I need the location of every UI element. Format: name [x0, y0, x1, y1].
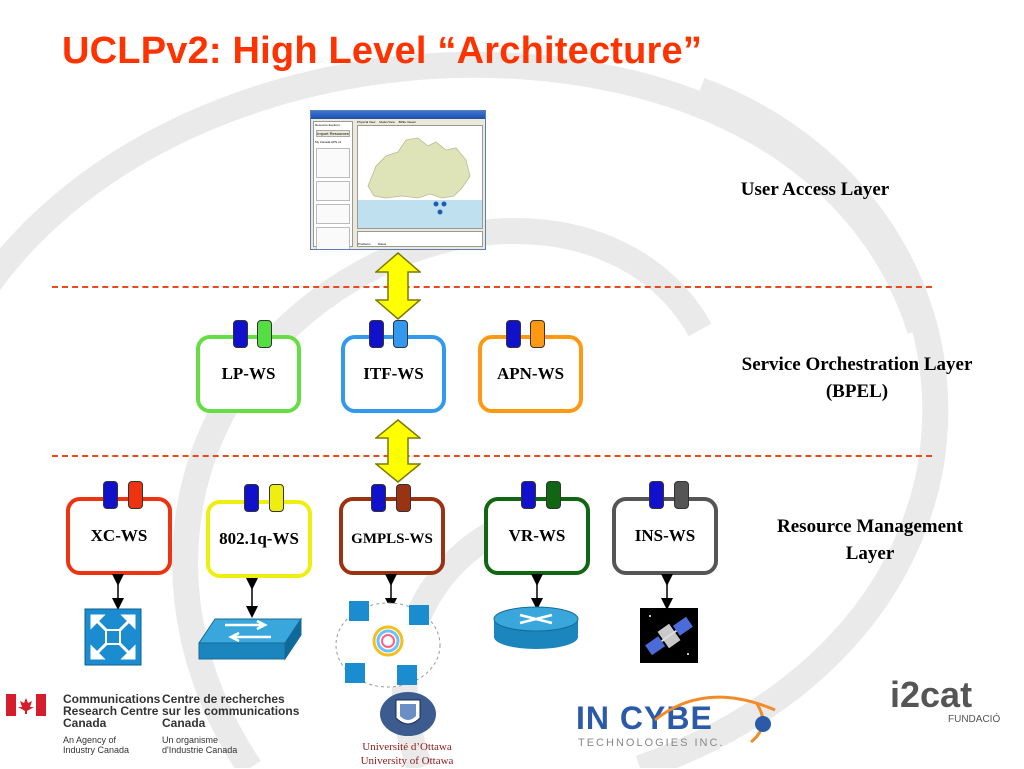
ins-ws-port-blue — [649, 481, 664, 509]
uottawa-crest-logo — [380, 692, 436, 736]
inocybe-swoosh-icon — [654, 695, 776, 744]
gmpls-ws-port-blue — [371, 484, 386, 512]
layer-separator-top — [52, 286, 932, 288]
ins-ws-port-gray — [674, 481, 689, 509]
app-tab-model: Model View — [379, 120, 395, 124]
crossconnect-switch-icon — [84, 608, 142, 666]
user-access-layer-label: User Access Layer — [740, 179, 890, 200]
canada-flag-logo — [6, 694, 46, 716]
itf-ws-port-blue — [369, 320, 384, 348]
inocybe-logo: IN CYBE — [576, 700, 713, 736]
lp-ws-port-green — [257, 320, 272, 348]
app-resource-explorer: Resource Explorer Import Resources My Ca… — [313, 121, 353, 249]
i2cat-logo: i2cat — [890, 674, 973, 715]
8021q-ws-port-yellow — [269, 484, 284, 512]
app-import-button: Import Resources — [316, 130, 350, 137]
gmpls-ws-port-brown — [396, 484, 411, 512]
8021q-ws-box[interactable]: 802.1q-WS — [206, 500, 312, 578]
apn-ws-box[interactable]: APN-WS — [478, 335, 583, 413]
itf-ws-port-lightblue — [393, 320, 408, 348]
app-map-panel — [357, 125, 483, 229]
vr-ws-port-green — [546, 481, 561, 509]
lp-ws-port-blue — [233, 320, 248, 348]
app-status-tab: Status — [377, 242, 387, 246]
arrow-orch-to-rm — [375, 419, 421, 483]
gmpls-network-icon — [335, 601, 441, 688]
inocybe-subtitle: TECHNOLOGIES INC. — [578, 737, 725, 749]
xc-ws-port-blue — [103, 481, 118, 509]
crc-agency-fr: Un organisme d'Industrie Canada — [162, 735, 238, 755]
arrow-ua-to-orch — [375, 252, 421, 320]
8021q-ws-port-blue — [244, 484, 259, 512]
canada-map — [358, 137, 482, 228]
ethernet-switch-icon — [198, 617, 302, 661]
uottawa-caption: Université d’Ottawa University of Ottawa — [360, 741, 454, 768]
app-problems-tab: Problems — [358, 242, 371, 246]
router-icon — [493, 606, 579, 649]
page-title: UCLPv2: High Level “Architecture” — [62, 30, 703, 72]
ins-ws-box[interactable]: INS-WS — [612, 497, 718, 575]
vr-ws-box[interactable]: VR-WS — [484, 497, 590, 575]
gmpls-ws-box[interactable]: GMPLS-WS — [339, 497, 445, 575]
app-tab-bpel: BPEL Viewer — [398, 120, 417, 124]
orchestration-layer-label: Service Orchestration Layer (BPEL) — [741, 354, 973, 402]
app-titlebar — [311, 111, 485, 119]
app-status-panel: Problems Status — [357, 231, 483, 247]
app-tab-physical: Physical View — [357, 120, 376, 124]
crc-agency-en: An Agency of Industry Canada — [63, 735, 130, 755]
satellite-icon — [640, 608, 698, 663]
resource-layer-label: Resource Management Layer — [777, 516, 963, 564]
layer-separator-bottom — [52, 455, 932, 457]
apn-ws-port-orange — [530, 320, 545, 348]
i2cat-subtitle: FUNDACIÓ — [948, 714, 1001, 725]
crc-logo-text-en: Communications Research Centre Canada — [63, 692, 161, 730]
lp-ws-box[interactable]: LP-WS — [196, 335, 301, 413]
crc-logo-text-fr: Centre de recherches sur les communicati… — [162, 692, 300, 730]
app-side-heading: Resource Explorer — [315, 123, 340, 127]
xc-ws-box[interactable]: XC-WS — [66, 497, 172, 575]
xc-ws-port-red — [128, 481, 143, 509]
app-side-sub: My Canada APN v2 — [315, 140, 342, 144]
apn-ws-port-blue — [506, 320, 521, 348]
vr-ws-port-blue — [521, 481, 536, 509]
uclp-app-screenshot: Resource Explorer Import Resources My Ca… — [310, 110, 486, 250]
